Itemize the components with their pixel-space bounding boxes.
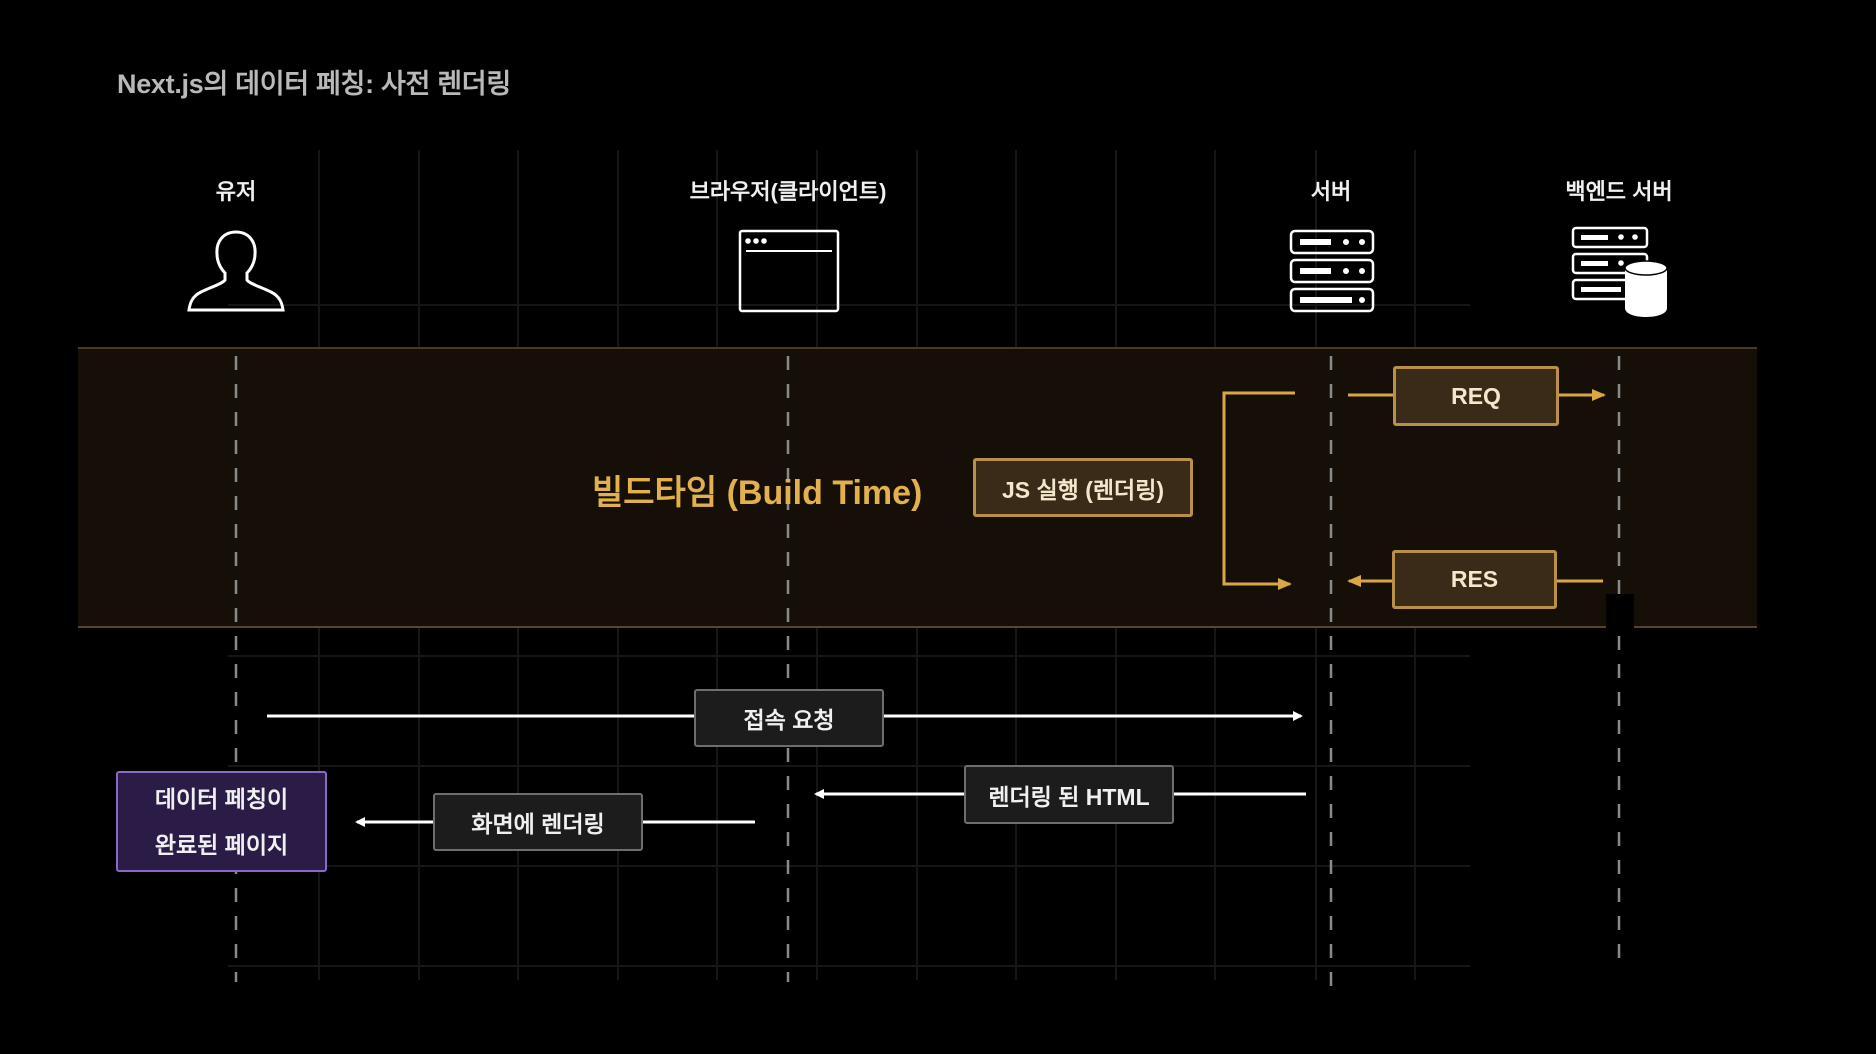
browser-window-icon [738,229,840,313]
build-time-label: 빌드타임 (Build Time) [592,474,923,512]
actor-browser-label: 브라우저(클라이언트) [689,179,887,204]
completed-page-line2: 완료된 페이지 [154,831,289,858]
actor-backend-label: 백엔드 서버 [1565,179,1673,204]
database-server-icon [1571,226,1668,317]
render-screen-box: 화면에 렌더링 [433,793,643,851]
req-box: REQ [1393,366,1559,426]
js-execution-box: JS 실행 (렌더링) [973,458,1193,517]
mask-block [1606,594,1634,628]
actor-user-label: 유저 [215,179,257,204]
rendered-html-box: 렌더링 된 HTML [964,765,1174,824]
page-title: Next.js의 데이터 페칭: 사전 렌더링 [117,69,511,99]
res-box: RES [1392,550,1557,609]
completed-page-box: 데이터 페칭이 완료된 페이지 [116,771,327,872]
render-loop-bracket [1222,391,1295,590]
server-icon [1289,229,1375,313]
access-request-box: 접속 요청 [694,689,884,747]
completed-page-line1: 데이터 페칭이 [154,785,289,812]
actor-server-label: 서버 [1310,179,1352,204]
user-icon [187,230,285,312]
